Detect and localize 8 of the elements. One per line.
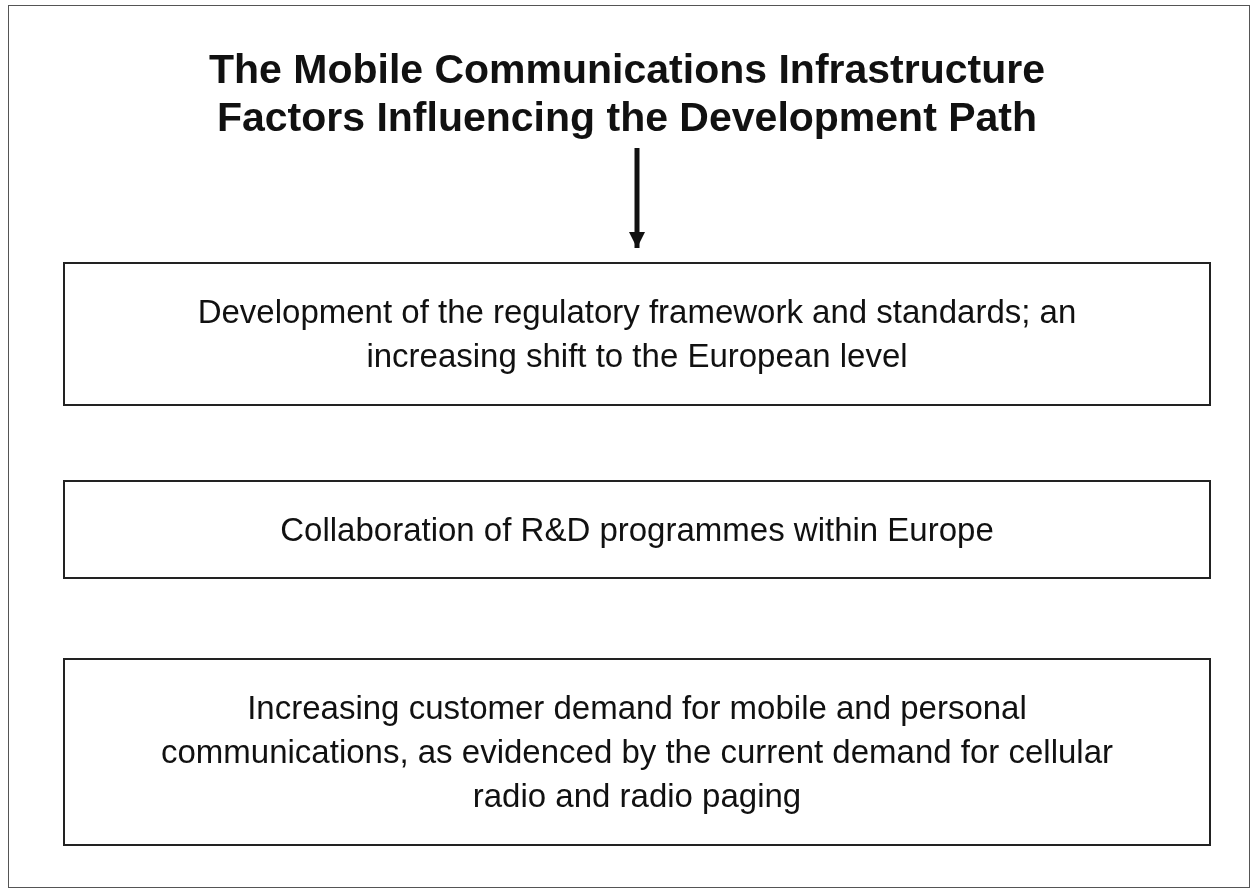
text-box (63, 658, 1211, 846)
box-text: Increasing customer demand for mobile and personal communications, as evidenced by the current demand for cellular radio and radio paging (160, 688, 1114, 816)
title: The Mobile Communications Infrastructure Factors Influencing the Development Path (207, 45, 1046, 141)
box-text: Collaboration of R&D programmes within Europe (280, 509, 994, 550)
box-text: Development of the regulatory framework and standards; an increasing shift to the European level (196, 292, 1078, 376)
arrow (629, 148, 645, 248)
text-box (63, 262, 1211, 406)
text-box (63, 480, 1211, 579)
